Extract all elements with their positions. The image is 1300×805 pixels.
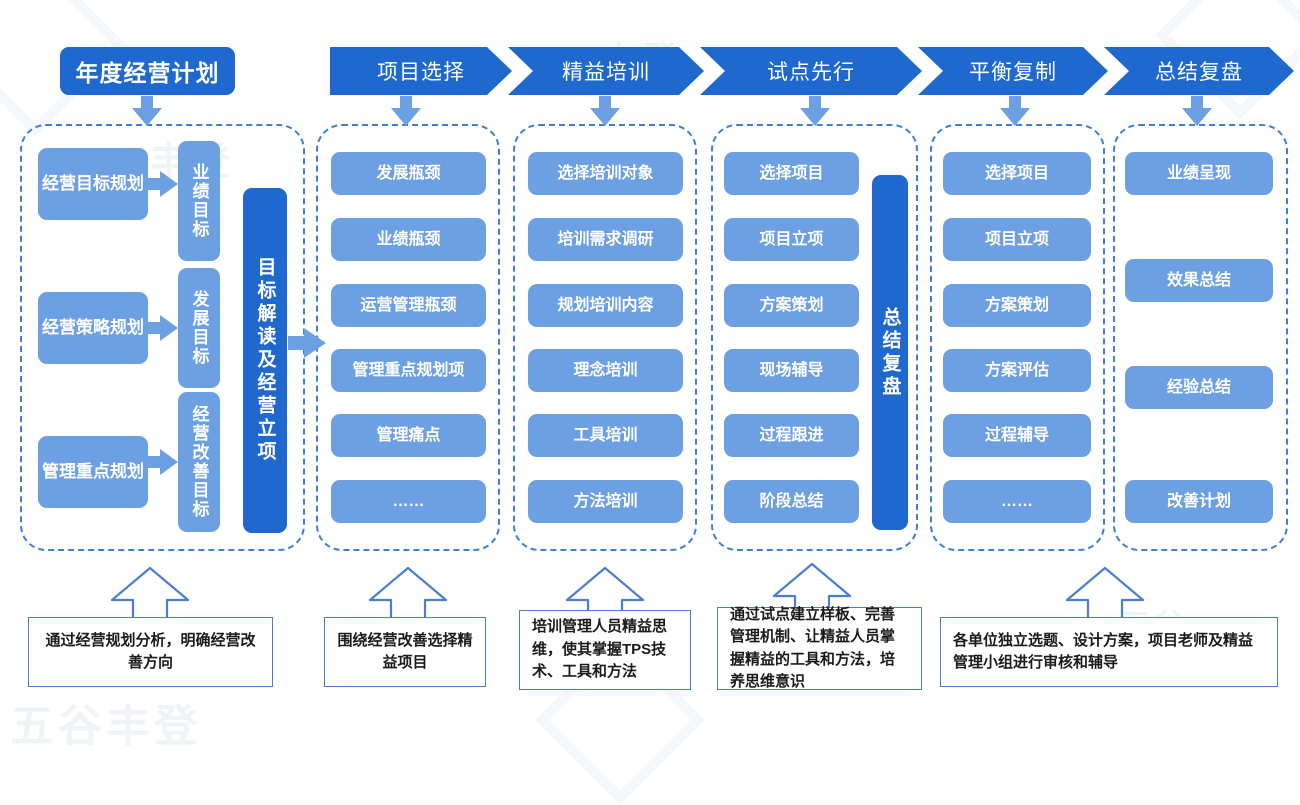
right-arrow-icon — [148, 315, 178, 341]
caption-replication-summary: 各单位独立选题、设计方案，项目老师及精益管理小组进行审核和辅导 — [940, 617, 1278, 687]
plan-target-box[interactable]: 经营改善目标 — [178, 392, 220, 532]
stage-container-summary-review — [1113, 124, 1288, 551]
down-arrow-icon — [132, 96, 162, 126]
caption-plan: 通过经营规划分析，明确经营改善方向 — [28, 617, 273, 687]
up-arrow-icon — [110, 566, 190, 622]
stage-item-box[interactable]: 效果总结 — [1125, 259, 1273, 302]
down-arrow-icon — [391, 96, 421, 126]
watermark-text: 五谷丰登 — [10, 702, 202, 751]
caption-pilot-first: 通过试点建立样板、完善管理机制、让精益人员掌握精益的工具和方法，培养思维意识 — [717, 606, 922, 690]
caption-lean-training: 培训管理人员精益思维，使其掌握TPS技术、工具和方法 — [519, 610, 691, 690]
up-arrow-icon — [368, 566, 448, 622]
stage-item-box[interactable]: 选择项目 — [943, 152, 1091, 195]
stage-item-box[interactable]: 业绩瓶颈 — [331, 218, 486, 261]
stage-item-box[interactable]: 业绩呈现 — [1125, 152, 1273, 195]
stage-item-box[interactable]: 项目立项 — [724, 218, 859, 261]
stage-item-box[interactable]: …… — [943, 480, 1091, 523]
down-arrow-icon — [1182, 96, 1212, 126]
stage-item-box[interactable]: 过程跟进 — [724, 414, 859, 457]
stage-item-box[interactable]: 方案策划 — [943, 284, 1091, 327]
stage-header-project-selection[interactable]: 项目选择 — [330, 47, 512, 95]
stage-item-box[interactable]: …… — [331, 480, 486, 523]
stage-item-box[interactable]: 改善计划 — [1125, 480, 1273, 523]
stage-item-box[interactable]: 过程辅导 — [943, 414, 1091, 457]
down-arrow-icon — [590, 96, 620, 126]
right-arrow-icon — [288, 328, 326, 358]
stage-item-box[interactable]: 项目立项 — [943, 218, 1091, 261]
up-arrow-icon — [1065, 566, 1145, 622]
stage-item-box[interactable]: 选择培训对象 — [528, 152, 683, 195]
stage-header-balanced-replication[interactable]: 平衡复制 — [918, 47, 1108, 95]
stage-item-box[interactable]: 经验总结 — [1125, 366, 1273, 409]
plan-target-box[interactable]: 业绩目标 — [178, 141, 220, 261]
plan-source-box[interactable]: 经营策略规划 — [38, 292, 148, 364]
stage-item-box[interactable]: 方案策划 — [724, 284, 859, 327]
stage-container-balanced-replication — [930, 124, 1105, 551]
stage-item-box[interactable]: 理念培训 — [528, 349, 683, 392]
stage-item-box[interactable]: 方案评估 — [943, 349, 1091, 392]
down-arrow-icon — [800, 96, 830, 126]
stage-item-box[interactable]: 现场辅导 — [724, 349, 859, 392]
plan-source-box[interactable]: 经营目标规划 — [38, 148, 148, 220]
pilot-vertical-bar[interactable]: 总结复盘 — [872, 175, 908, 530]
header-annual-plan[interactable]: 年度经营计划 — [60, 47, 235, 95]
stage-item-box[interactable]: 选择项目 — [724, 152, 859, 195]
stage-header-summary-review[interactable]: 总结复盘 — [1104, 47, 1294, 95]
plan-source-box[interactable]: 管理重点规划 — [38, 436, 148, 508]
right-arrow-icon — [148, 171, 178, 197]
down-arrow-icon — [1000, 96, 1030, 126]
stage-header-lean-training[interactable]: 精益培训 — [508, 47, 704, 95]
caption-project-selection: 围绕经营改善选择精益项目 — [324, 617, 486, 687]
stage-item-box[interactable]: 规划培训内容 — [528, 284, 683, 327]
stage-item-box[interactable]: 培训需求调研 — [528, 218, 683, 261]
stage-item-box[interactable]: 管理痛点 — [331, 414, 486, 457]
stage-item-box[interactable]: 方法培训 — [528, 480, 683, 523]
stage-item-box[interactable]: 阶段总结 — [724, 480, 859, 523]
plan-vertical-bar[interactable]: 目标解读及经营立项 — [243, 188, 287, 533]
plan-target-box[interactable]: 发展目标 — [178, 268, 220, 388]
stage-item-box[interactable]: 发展瓶颈 — [331, 152, 486, 195]
stage-header-pilot-first[interactable]: 试点先行 — [700, 47, 922, 95]
stage-item-box[interactable]: 工具培训 — [528, 414, 683, 457]
right-arrow-icon — [148, 449, 178, 475]
stage-item-box[interactable]: 管理重点规划项 — [331, 349, 486, 392]
stage-item-box[interactable]: 运营管理瓶颈 — [331, 284, 486, 327]
